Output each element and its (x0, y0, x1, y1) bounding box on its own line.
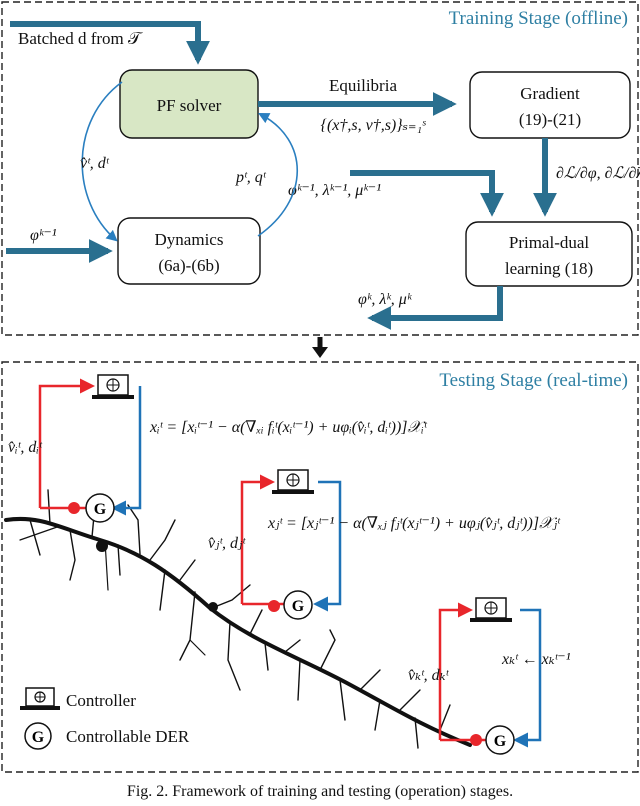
agent-k-measurement: v̂ₖᵗ, dₖᵗ (408, 667, 449, 684)
agent-k-controller-icon (470, 597, 512, 622)
params-prev-arrow (350, 170, 504, 217)
training-stage-title: Training Stage (offline) (449, 8, 628, 29)
params-out-arrow (367, 286, 503, 330)
feeder-node (96, 540, 108, 552)
agent-j-down-arrow (313, 480, 342, 612)
primal-dual-box (465, 221, 633, 287)
legend-der-label: Controllable DER (66, 727, 190, 746)
feeder-node (208, 602, 218, 612)
legend-controller-label: Controller (66, 691, 136, 710)
gradient-line2: (19)-(21) (519, 110, 581, 129)
legend-der-icon: G (24, 722, 52, 750)
agent-j-controller-icon (272, 469, 314, 494)
agent-k-update-eq: xₖᵗ ← xₖᵗ⁻¹ (501, 651, 571, 668)
pf-solver-label: PF solver (157, 96, 222, 115)
left-loop-arrow (81, 81, 123, 242)
equilibria-set: {(x†,s, v†,s)}ₛ₌₁ˢ (321, 117, 427, 134)
primal-line1: Primal-dual (509, 233, 590, 252)
training-stage-frame (1, 1, 639, 336)
figure-caption: Fig. 2. Framework of training and testin… (127, 783, 513, 800)
gradient-line1: Gradient (520, 84, 580, 103)
right-loop-label: pᵗ, qᵗ (235, 169, 267, 186)
agent-j-update-eq: xⱼᵗ = [xⱼᵗ⁻¹ − α(∇ₓⱼ fⱼᵗ(xⱼᵗ⁻¹) + uφⱼ(v̂… (267, 515, 561, 532)
agent-i-up-arrow (38, 378, 95, 508)
agent-k-up-arrow (438, 602, 473, 740)
dynamics-box (117, 217, 261, 285)
agent-j-up-arrow (240, 474, 275, 604)
stage-connector-head (312, 347, 328, 358)
agent-i-controller-icon (92, 374, 134, 399)
equilibria-label: Equilibria (329, 76, 397, 95)
gradient-box (469, 71, 631, 139)
agent-i-der-icon: G (85, 493, 115, 523)
agent-k-down-arrow (513, 608, 542, 748)
agent-i-update-eq: xᵢᵗ = [xᵢᵗ⁻¹ − α(∇ₓᵢ fᵢᵗ(xᵢᵗ⁻¹) + uφᵢ(v̂… (149, 419, 428, 436)
agent-i-measurement: v̂ᵢᵗ, dᵢᵗ (8, 439, 43, 456)
testing-stage-frame (1, 361, 639, 773)
dynamics-line2: (6a)-(6b) (158, 256, 219, 275)
right-loop-arrow (257, 112, 299, 237)
params-out-label: φᵏ, λᵏ, μᵏ (358, 291, 413, 308)
params-prev-label: φᵏ⁻¹, λᵏ⁻¹, μᵏ⁻¹ (288, 182, 381, 199)
dynamics-line1: Dynamics (155, 230, 224, 249)
agent-j-measurement: v̂ⱼᵗ, dⱼᵗ (208, 535, 246, 552)
left-loop-label: v̂ᵗ, dᵗ (80, 155, 110, 172)
agent-j-bus-dot (268, 600, 280, 612)
agent-k-bus-dot (470, 734, 482, 746)
svg-text:G: G (292, 598, 305, 615)
input-label: Batched d from 𝒯 (18, 29, 143, 48)
svg-text:G: G (32, 729, 45, 746)
agent-k-der-icon: G (485, 725, 515, 755)
primal-line2: learning (18) (505, 259, 593, 278)
legend-controller-icon (20, 687, 60, 710)
testing-stage-title: Testing Stage (real-time) (439, 370, 628, 391)
agent-i-bus-dot (68, 502, 80, 514)
gradient-label: ∂ℒ/∂φ, ∂ℒ/∂λ (556, 165, 640, 182)
svg-text:G: G (94, 501, 107, 518)
svg-text:G: G (494, 733, 507, 750)
phi-prev-label: φᵏ⁻¹ (30, 227, 57, 244)
agent-j-der-icon: G (283, 590, 313, 620)
agent-i-down-arrow (111, 386, 142, 516)
